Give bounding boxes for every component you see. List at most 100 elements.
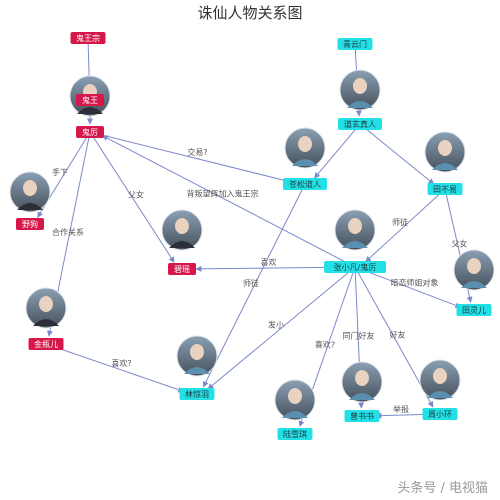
node-label-box	[76, 94, 104, 106]
node-daoxuan[interactable]: 道玄真人	[338, 69, 382, 130]
node-label-box	[427, 183, 463, 195]
node-label: 野狗	[22, 219, 38, 229]
edge-label: 好友	[390, 330, 406, 340]
node-label: 周小环	[428, 410, 452, 419]
edge-label: 暗恋师姐对象	[391, 278, 439, 288]
node-label: 田灵儿	[462, 306, 486, 315]
edge-label: 同门好友	[343, 331, 375, 341]
watermark: 头条号 / 电视猫	[397, 480, 488, 496]
node-guiwangzong[interactable]: 鬼王宗	[70, 32, 106, 44]
avatar-face	[353, 78, 367, 94]
edge-jinpinger-linjingyu	[45, 343, 185, 393]
node-label-box	[16, 218, 44, 230]
node-label-box	[338, 118, 382, 130]
avatar-body	[432, 163, 458, 170]
node-qingyunmen[interactable]: 青云门	[337, 38, 373, 50]
node-label-box	[28, 338, 64, 350]
edge-tianbuyi-zhangxiaofan	[365, 188, 446, 263]
avatar-body	[169, 241, 195, 248]
avatar-face	[288, 388, 302, 404]
edge-label: 师徒	[392, 217, 408, 227]
node-label: 陆雪琪	[283, 429, 307, 439]
node-label: 曾书书	[350, 411, 374, 421]
avatar-body	[282, 411, 308, 418]
edge-canglong-linjingyu	[202, 183, 306, 388]
edge-zhangxiaofan-tianlinger	[354, 266, 462, 309]
avatar-body	[184, 367, 210, 374]
node-luxueqi[interactable]: 陆雪琪	[274, 379, 316, 440]
node-tianbuyi[interactable]: 田不易	[424, 131, 466, 195]
node-label: 鬼王	[82, 95, 98, 105]
avatar-body	[17, 203, 43, 210]
node-label-box	[337, 38, 373, 50]
node-label-box	[456, 304, 492, 316]
node-linjingyu[interactable]: 林惊羽	[176, 335, 218, 400]
node-label: 道玄真人	[344, 119, 376, 129]
avatar-face	[348, 218, 362, 234]
node-label: 田不易	[433, 185, 457, 194]
page-title: 诛仙人物关系图	[197, 4, 303, 22]
edge-label: 父女	[452, 239, 468, 249]
node-zhangxiaofan[interactable]: 张小凡/鬼厉	[324, 209, 386, 273]
node-label-box	[76, 126, 104, 138]
edge-label: 背叛望辉加入鬼王宗	[187, 189, 259, 199]
edge-label: 父女	[128, 190, 144, 200]
node-label: 碧瑶	[174, 264, 190, 274]
edge-zhangxiaofan-guili	[101, 135, 356, 268]
edge-daoxuan-canglong	[314, 123, 361, 179]
avatar-body	[342, 241, 368, 248]
edge-guili-canglong	[89, 131, 292, 184]
edge-label: 发小	[268, 320, 284, 330]
avatar-body	[427, 391, 453, 398]
node-jinpinger[interactable]: 金瓶儿	[25, 287, 67, 350]
node-label-box	[324, 261, 386, 273]
avatar-body	[33, 319, 59, 326]
avatar-body	[461, 281, 487, 288]
edge-label: 手下	[52, 167, 68, 177]
node-label: 张小凡/鬼厉	[334, 262, 377, 272]
node-label: 苍松道人	[289, 179, 321, 189]
avatar-face	[39, 296, 53, 312]
node-guili[interactable]: 鬼厉	[76, 126, 104, 138]
edge-label: 喜欢?	[315, 340, 335, 350]
edge-label: 喜欢	[261, 257, 277, 267]
edge-label: 交易?	[187, 147, 207, 157]
avatar-face	[433, 368, 447, 384]
node-label-box	[70, 32, 106, 44]
node-biyao[interactable]: 碧瑶	[161, 209, 203, 275]
node-label-box	[179, 388, 215, 400]
edge-zhangxiaofan-linjingyu	[207, 266, 356, 390]
node-guiwang[interactable]: 鬼王	[69, 75, 111, 117]
avatar-face	[467, 258, 481, 274]
edge-label: 举报	[393, 404, 409, 414]
node-zengshushu[interactable]: 曾书书	[341, 361, 383, 422]
avatar-body	[77, 107, 103, 114]
edge-daoxuan-tianbuyi	[359, 123, 435, 185]
avatar-face	[298, 136, 312, 152]
node-zhouyixian[interactable]: 周小环	[419, 359, 461, 420]
node-label: 金瓶儿	[34, 339, 58, 349]
node-label-box	[344, 410, 380, 422]
avatar-face	[438, 140, 452, 156]
edge-guili-biyao	[89, 131, 175, 263]
avatar-face	[175, 218, 189, 234]
node-canglong[interactable]: 苍松道人	[283, 127, 327, 190]
node-label: 鬼王宗	[76, 33, 100, 43]
node-tianlinger[interactable]: 田灵儿	[453, 249, 495, 316]
edge-label: 师徒	[243, 278, 259, 288]
avatar-body	[349, 393, 375, 400]
edge-label: 喜欢?	[111, 358, 131, 368]
watermark-text: 头条号 / 电视猫	[397, 480, 488, 496]
node-label-box	[422, 408, 458, 420]
node-label: 青云门	[343, 39, 367, 49]
node-label-box	[168, 263, 196, 275]
node-label: 鬼厉	[82, 127, 98, 137]
node-label-box	[277, 428, 313, 440]
node-yeguang[interactable]: 野狗	[9, 171, 51, 230]
avatar-body	[292, 159, 318, 166]
avatar-face	[23, 180, 37, 196]
avatar-face	[355, 370, 369, 386]
